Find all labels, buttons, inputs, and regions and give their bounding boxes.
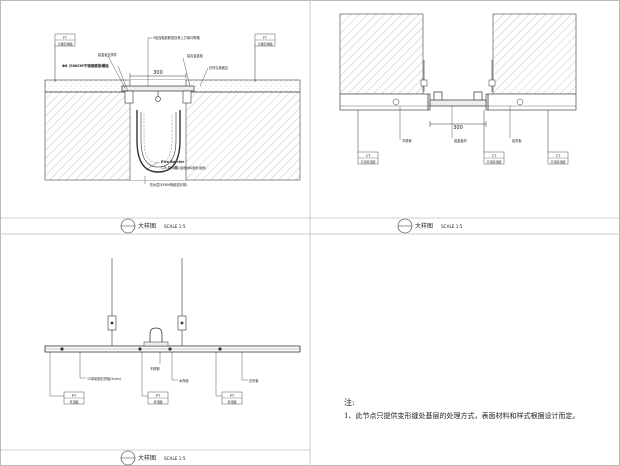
callout-c-code: CT <box>366 154 371 158</box>
note-clip: 铝合金盖板 <box>187 53 204 58</box>
center-pin <box>155 96 161 102</box>
joint-profile-3 <box>149 327 163 346</box>
panel-3-scale: SCALE 1:5 <box>164 456 186 461</box>
dimension-text-2: 300 <box>453 125 463 131</box>
anchor-block-left <box>124 90 134 104</box>
dimension-text: 300 <box>153 70 163 76</box>
notes-body: 1、此节点只提供变形缝处基层的处理方式，表面材料和样式根据设计而定。 <box>344 412 580 420</box>
note-3a: 12厚纸面石膏板(5mm) <box>87 376 121 381</box>
callout-d-material: 平顶吊顶层 <box>486 159 501 164</box>
callout-b-code: FT <box>263 36 268 40</box>
note-left-2: 不锈钢 <box>402 138 412 143</box>
ceiling-cover-plate <box>429 99 487 107</box>
callout-h-material: 吊顶面 <box>227 400 236 404</box>
callout-g-code: PT <box>156 394 161 398</box>
note-3d: 不锈钢 <box>150 366 160 371</box>
fire-barrier-u <box>136 110 181 173</box>
anchor-block-right <box>182 90 192 104</box>
note-fire-barrier: Fire Barrier <box>161 160 185 164</box>
callout-e-material: 平顶吊顶层 <box>550 159 565 164</box>
wall-right <box>492 13 577 95</box>
note-anchor-bolt: Φ8 @60CM不锈钢膨胀螺栓 <box>62 63 109 68</box>
callout-f-material: 吊顶面 <box>69 400 78 404</box>
callout-f-code: PT <box>72 394 77 398</box>
callout-b-material: 大理石墙面 <box>257 41 272 46</box>
note-mid-2: 铝盖板材 <box>454 138 468 143</box>
callout-a-code: FT <box>63 36 68 40</box>
ceiling-board-right <box>485 93 577 111</box>
panel-2-title: 大样图 <box>415 222 433 230</box>
detail-panel-2: 300 CT 平顶吊顶层 CT 平顶吊顶层 CT 平顶吊顶层 不锈钢 铝盖板材 … <box>310 13 620 234</box>
note-right: 石材沿墙面边 <box>209 65 229 70</box>
detail-panel-1: 300 FT 大理石墙面 FT 大理石墙面 5倍自黏膨胀密封条上方填补规格 铝盖… <box>0 33 310 234</box>
panel-1-scale: SCALE 1:5 <box>164 224 186 229</box>
panel-3-title: 大样图 <box>138 454 156 462</box>
callout-a-material: 大理石墙面 <box>57 41 72 46</box>
callout-e-code: CT <box>556 154 561 158</box>
note-right-2: 铝夹板 <box>512 138 522 143</box>
callout-c-material: 平顶吊顶层 <box>360 159 375 164</box>
callout-g-material: 吊顶面 <box>153 400 162 404</box>
callout-d-code: CT <box>492 154 497 158</box>
note-bottom: 防水层(EPDM橡胶密封带) <box>150 182 187 187</box>
panel-1-title: 大样图 <box>138 222 156 230</box>
detail-panel-3: PT 吊顶面 12厚纸面石膏板(5mm) PT 吊顶面 不锈钢 木饰面 PT 吊… <box>0 258 310 466</box>
panel-2-scale: SCALE 1:5 <box>441 224 463 229</box>
note-3c: 石膏板 <box>249 378 259 383</box>
wall-left <box>339 13 424 95</box>
note-fire-sub: C/A 防火层 <box>161 165 179 170</box>
ceiling-board-left <box>339 93 431 111</box>
general-notes: 注: 1、此节点只提供变形缝处基层的处理方式，表面材料和样式根据设计而定。 <box>344 397 606 421</box>
note-leader-top: 5倍自黏膨胀密封条上方填补规格 <box>153 35 200 40</box>
note-fire-detail: (防火阻燃材料阻燃,阻燃) <box>173 165 206 170</box>
cover-plate <box>121 85 195 92</box>
callout-h-code: PT <box>230 394 235 398</box>
notes-title: 注: <box>344 398 355 407</box>
note-3b: 木饰面 <box>179 378 189 383</box>
note-cover-plate: 铝盖板支撑件 <box>98 52 118 57</box>
